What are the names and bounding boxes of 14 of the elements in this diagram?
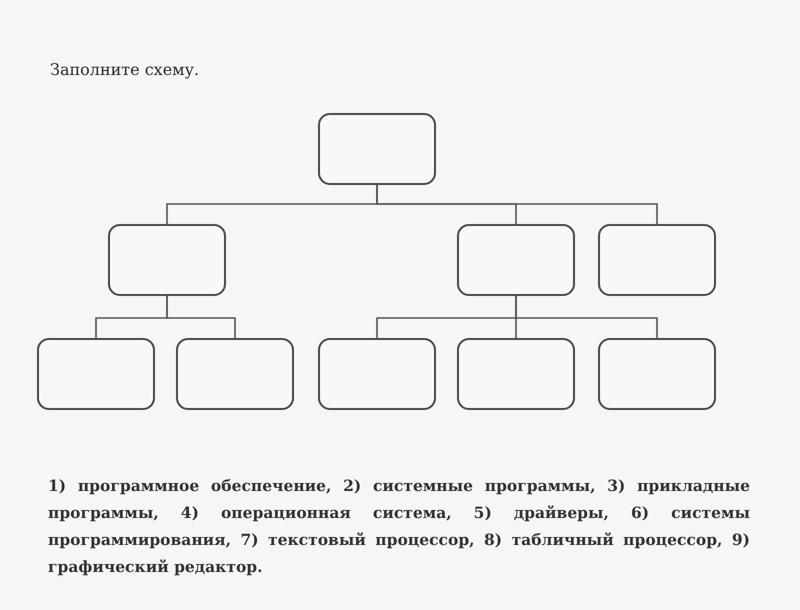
empty-box	[318, 338, 436, 410]
empty-box	[176, 338, 294, 410]
empty-box	[598, 338, 716, 410]
connector-line	[515, 296, 658, 338]
empty-box	[598, 224, 716, 296]
connector-line	[376, 185, 658, 224]
title: Заполните схему.	[50, 59, 200, 81]
empty-box	[318, 113, 436, 185]
empty-box	[108, 224, 226, 296]
empty-box	[457, 338, 575, 410]
empty-box	[37, 338, 155, 410]
answer-options-text: 1) программное обеспечение, 2) системные программы, 3) прикладные программы, 4) операционная система, 5) драйверы, 6) системы программирования, 7) текстовый процессор, 8) табличный процессор, 9) графический редактор.	[48, 475, 750, 578]
connector-line	[166, 296, 236, 338]
empty-box	[457, 224, 575, 296]
